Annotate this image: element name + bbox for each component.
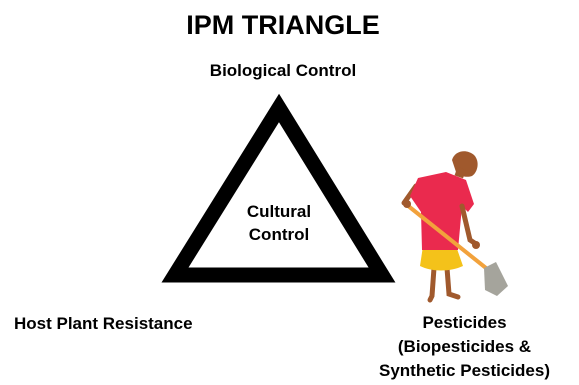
diagram-title: IPM TRIANGLE	[186, 10, 380, 40]
center-label-line-2: Control	[248, 225, 310, 244]
vertex-label-bottom-left: Host Plant Resistance	[14, 314, 193, 333]
vertex-label-bottom-right-line-3: Synthetic Pesticides)	[378, 361, 550, 380]
vertex-label-bottom-right-line-1: Pesticides	[422, 313, 507, 332]
vertex-label-bottom-right-line-2: (Biopesticides &	[397, 337, 532, 356]
vertex-label-bottom-right: Pesticides (Biopesticides & Synthetic Pe…	[350, 311, 579, 383]
center-label: Cultural Control	[222, 200, 336, 246]
center-label-line-1: Cultural	[246, 202, 312, 221]
vertex-label-top: Biological Control	[209, 61, 357, 80]
farmer-with-shovel-icon	[401, 151, 508, 303]
ipm-triangle	[161, 93, 396, 283]
